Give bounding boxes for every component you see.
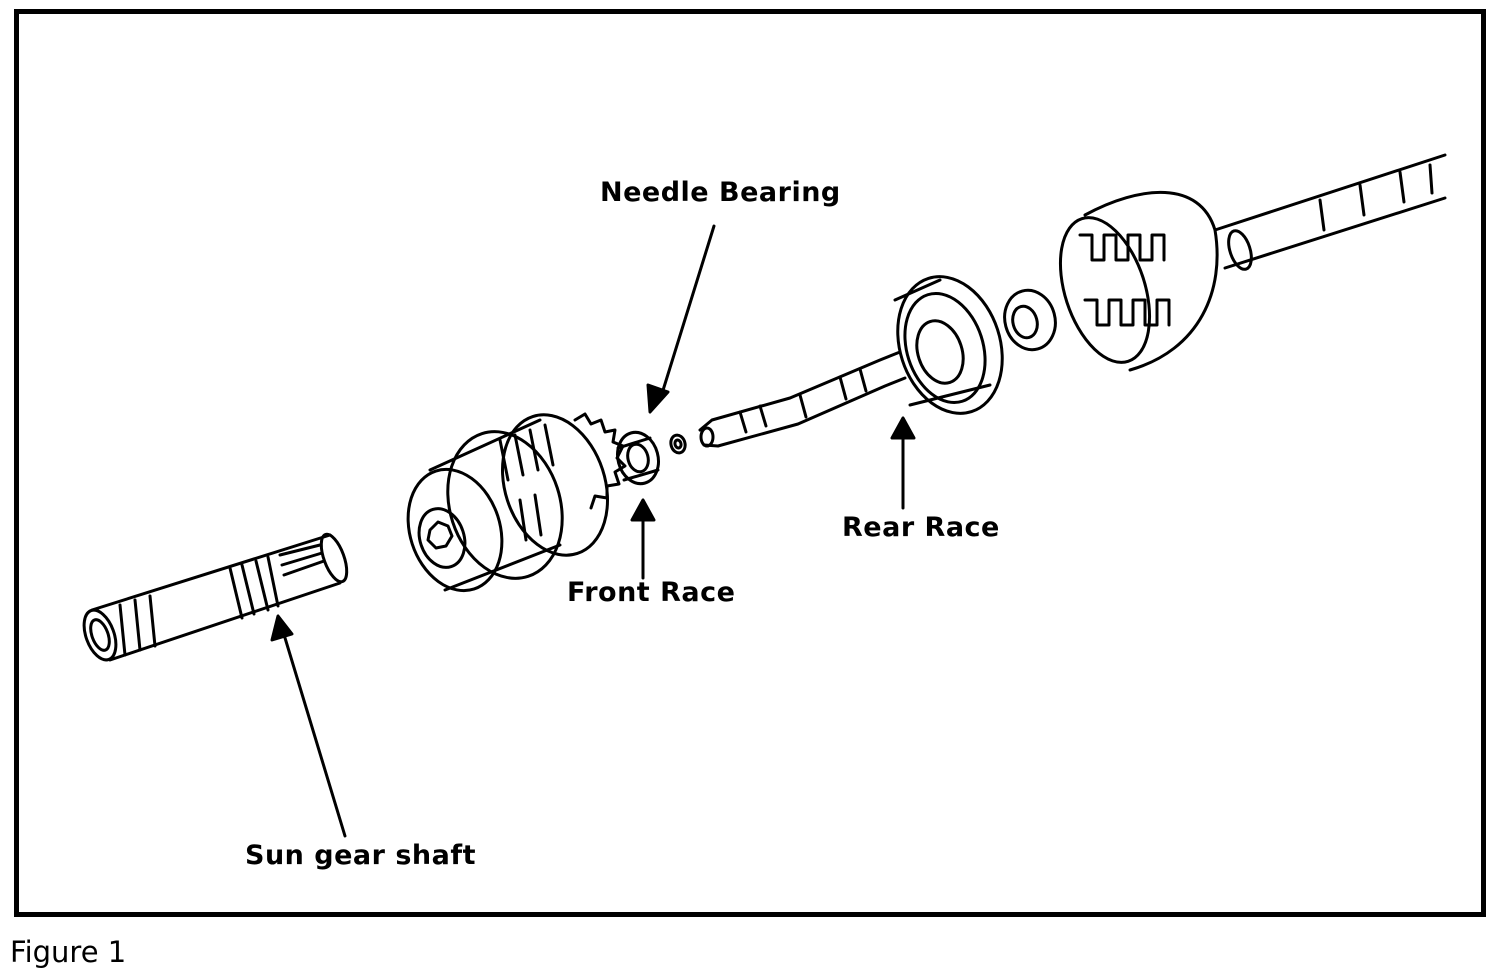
input-shaft-part	[1213, 153, 1447, 271]
front-race-label: Front Race	[567, 577, 736, 608]
rear-race-arrowhead	[890, 416, 916, 440]
leader-arrows	[270, 224, 916, 838]
rear-race-gear-part	[893, 275, 1004, 415]
thrust-bearing-part	[1003, 288, 1057, 352]
rear-race-label: Rear Race	[842, 512, 1000, 543]
planetary-carrier-part	[406, 412, 627, 593]
needle-bearing-arrow	[658, 224, 716, 402]
sun-gear-shaft-arrow	[280, 626, 347, 838]
front-race-arrowhead	[630, 498, 656, 522]
output-shaft-part	[698, 350, 907, 448]
front-race-part	[616, 430, 660, 486]
needle-bearing-label: Needle Bearing	[600, 177, 841, 208]
sun-gear-shaft-arrowhead	[270, 614, 294, 642]
needle-bearing-part	[669, 433, 687, 455]
clutch-drum-part	[1058, 191, 1219, 372]
figure-caption: Figure 1	[10, 935, 127, 969]
diagram-frame	[14, 9, 1486, 917]
needle-bearing-arrowhead	[646, 383, 670, 414]
sun-gear-shaft-label: Sun gear shaft	[245, 840, 477, 871]
sun-gear-shaft-part	[82, 532, 349, 662]
